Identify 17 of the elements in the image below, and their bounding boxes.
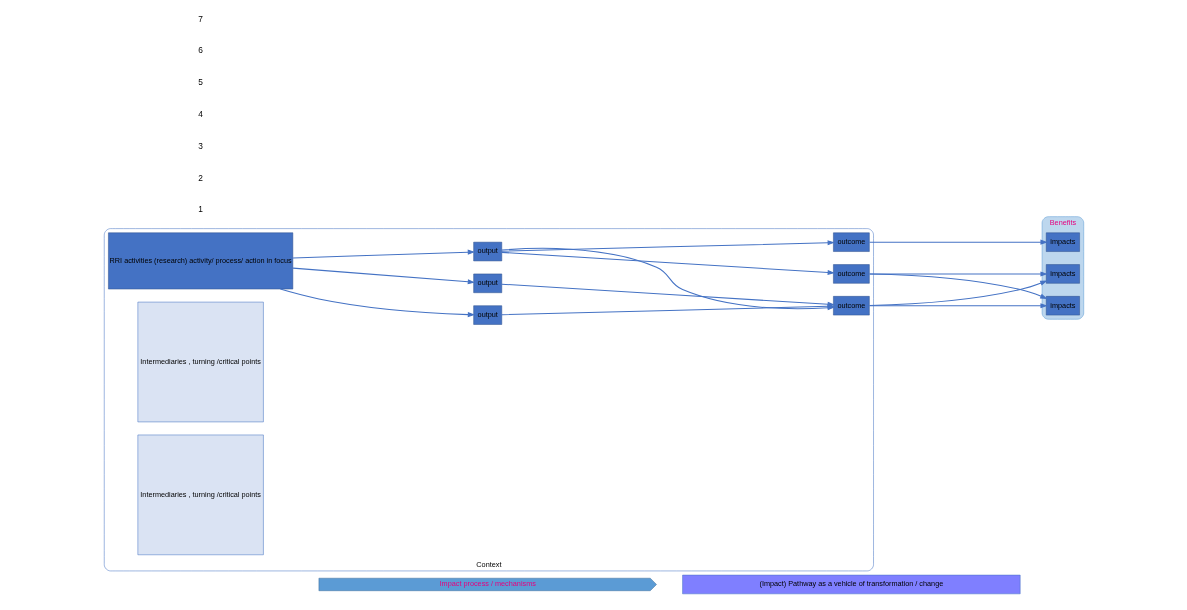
arrow [500,251,835,276]
arrow [868,273,1048,299]
label: 1 [197,204,203,215]
label: 6 [197,45,203,56]
arrow [868,239,1048,245]
label: 2 [197,172,203,183]
label: 3 [197,140,203,151]
arrow [868,280,1047,307]
arrow [292,267,475,285]
label: 7 [197,13,203,24]
label: 4 [197,109,203,120]
arrow [868,303,1048,309]
arrow [500,240,835,252]
label: 5 [197,77,203,88]
arrow [292,249,475,259]
arrow [279,288,475,318]
arrow [868,271,1048,277]
